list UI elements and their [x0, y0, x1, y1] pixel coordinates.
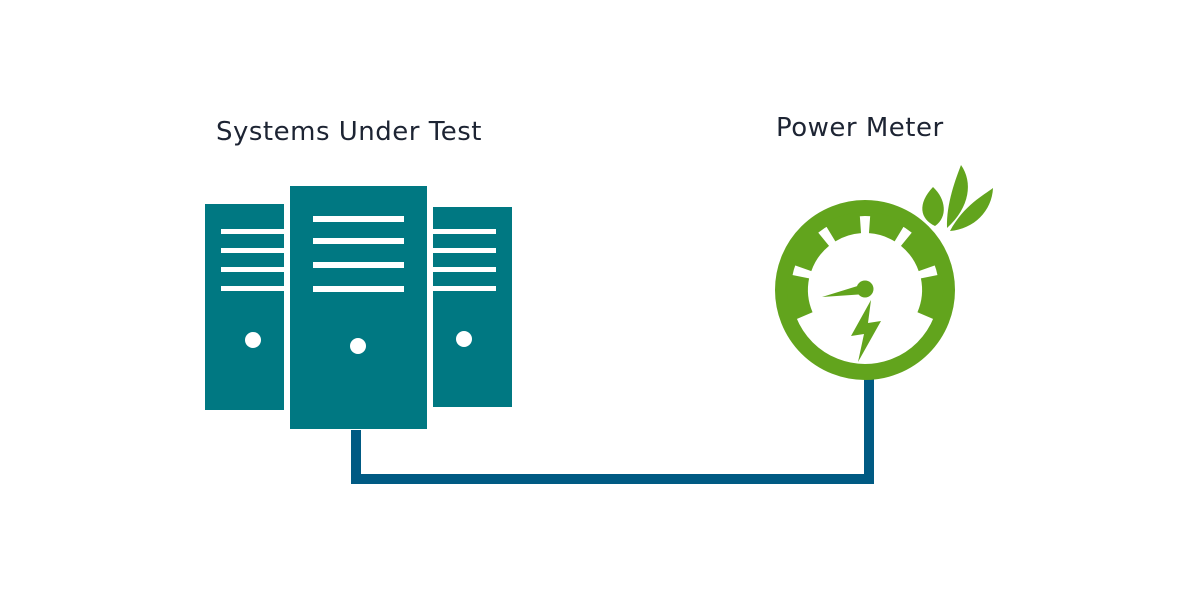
server-right	[433, 207, 512, 407]
systems-under-test-label: Systems Under Test	[216, 117, 482, 147]
server-left-power-led	[245, 332, 261, 348]
server-left	[205, 204, 284, 410]
lightning-bolt-icon	[851, 300, 881, 362]
leaf-icon	[922, 165, 993, 231]
server-rack-icon	[205, 186, 512, 430]
gauge-segments	[786, 212, 944, 321]
power-meter-gauge-icon	[775, 200, 955, 380]
gauge-needle	[822, 284, 866, 297]
connector-cable	[351, 378, 874, 484]
server-right-power-led	[456, 331, 472, 347]
power-meter-label: Power Meter	[776, 113, 944, 143]
gauge-pivot	[856, 280, 874, 298]
server-center	[284, 186, 433, 430]
server-center-power-led	[350, 338, 366, 354]
